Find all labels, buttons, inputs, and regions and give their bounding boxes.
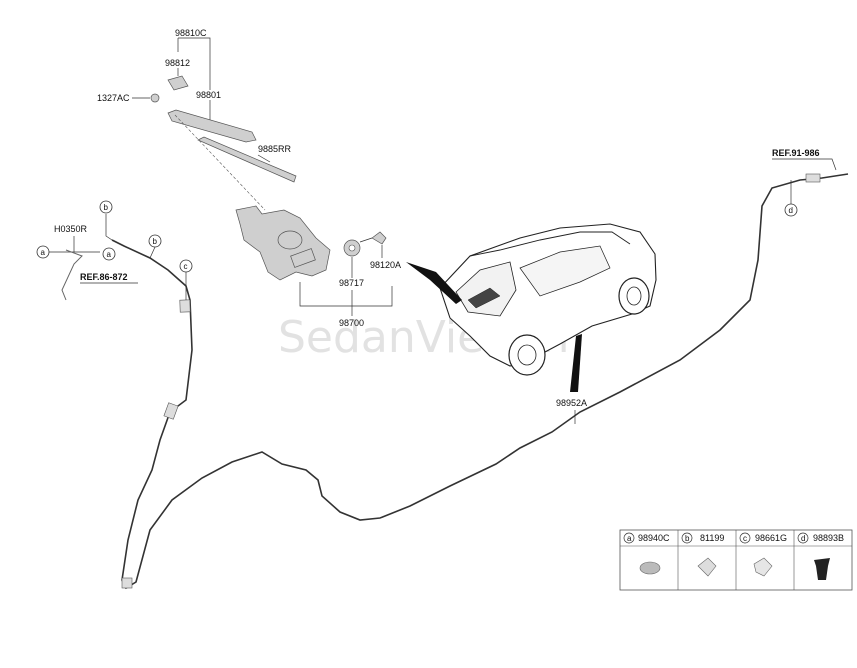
svg-text:a: a	[627, 534, 632, 543]
legend-cell-c: c 98661G	[739, 532, 787, 577]
label-98810C: 98810C	[175, 28, 207, 38]
svg-text:a: a	[41, 248, 46, 257]
legend-table: a 98940C b 81199 c 98661G d 98893B	[619, 529, 853, 591]
leader-H0350R	[48, 236, 100, 253]
car-rear-wheel-hub	[517, 344, 537, 366]
callout-a-right: a	[102, 247, 116, 261]
leader-9885RR	[257, 154, 271, 163]
cap-part	[371, 231, 387, 245]
hose-location-pointer	[570, 334, 582, 392]
label-9885RR: 9885RR	[258, 144, 292, 154]
legend-part-c: 98661G	[755, 533, 787, 543]
label-98700: 98700	[339, 318, 364, 328]
svg-text:d: d	[801, 534, 805, 543]
bracket-98700	[299, 282, 393, 307]
label-H0350R: H0350R	[54, 224, 88, 234]
vehicle-illustration	[406, 223, 657, 392]
svg-text:d: d	[789, 206, 793, 215]
legend-part-b: 81199	[700, 533, 724, 543]
label-98952A: 98952A	[556, 398, 587, 408]
ref-91-986: REF.91-986	[772, 148, 820, 158]
label-98812: 98812	[165, 58, 190, 68]
wiper-blade-part	[197, 136, 297, 183]
cap-connector	[359, 237, 373, 243]
callout-a-left: a	[36, 245, 50, 259]
ref-91-986-underline	[772, 158, 837, 171]
legend-part-d: 98893B	[813, 533, 844, 543]
part-d-icon	[814, 558, 830, 580]
svg-text:b: b	[685, 534, 690, 543]
svg-text:c: c	[184, 262, 188, 271]
callout-b-top: b	[99, 200, 113, 214]
wiper-arm-group: 98810C 98812 98801 1327AC 9885RR	[97, 28, 297, 211]
svg-text:a: a	[107, 250, 112, 259]
part-c-icon	[753, 557, 773, 577]
car-tail-light	[467, 287, 501, 309]
car-side-windows	[519, 245, 611, 297]
car-rear-wheel	[508, 334, 546, 376]
wiper-arm-part	[167, 109, 257, 143]
motor-location-pointer	[406, 262, 462, 304]
hose-connector-c	[179, 299, 191, 313]
car-front-wheel-hub	[626, 286, 642, 306]
part-b-icon	[697, 557, 717, 577]
hose-connector-mid	[163, 402, 179, 420]
arm-cap-part	[167, 75, 189, 91]
ref-86-872: REF.86-872	[80, 272, 128, 282]
grommet-hole	[348, 244, 356, 252]
label-98801: 98801	[196, 90, 221, 100]
label-1327AC: 1327AC	[97, 93, 130, 103]
nozzle-group: H0350R REF.86-872	[48, 214, 138, 301]
svg-text:c: c	[743, 534, 747, 543]
wiper-motor-group: 98120A 98717 98700	[235, 205, 401, 328]
washer-hose-path	[111, 173, 849, 590]
label-98717: 98717	[339, 278, 364, 288]
legend-part-a: 98940C	[638, 533, 670, 543]
legend-cell-d: d 98893B	[797, 532, 844, 580]
washer-hose-group: 98952A	[111, 173, 849, 590]
leader-98810C	[177, 37, 211, 90]
hose-connector-bottom	[121, 577, 133, 589]
callout-b1-leader	[105, 214, 113, 241]
callout-c: c	[179, 259, 193, 300]
callout-d: d	[784, 180, 798, 217]
legend-cell-a: a 98940C	[623, 532, 670, 575]
nut-part	[150, 93, 160, 103]
car-front-wheel	[618, 277, 650, 315]
svg-text:b: b	[153, 237, 158, 246]
nozzle-hose-stub	[61, 249, 83, 301]
assembly-axis-line	[174, 114, 266, 211]
part-a-icon	[639, 561, 661, 575]
callout-b-right: b	[148, 234, 162, 259]
hose-connector-d	[805, 173, 821, 183]
motor-body	[290, 248, 316, 268]
legend-cell-b: b 81199	[681, 532, 724, 577]
car-roof-line	[469, 231, 631, 257]
motor-gear-housing	[277, 230, 303, 250]
svg-text:b: b	[104, 203, 109, 212]
label-98120A: 98120A	[370, 260, 401, 270]
